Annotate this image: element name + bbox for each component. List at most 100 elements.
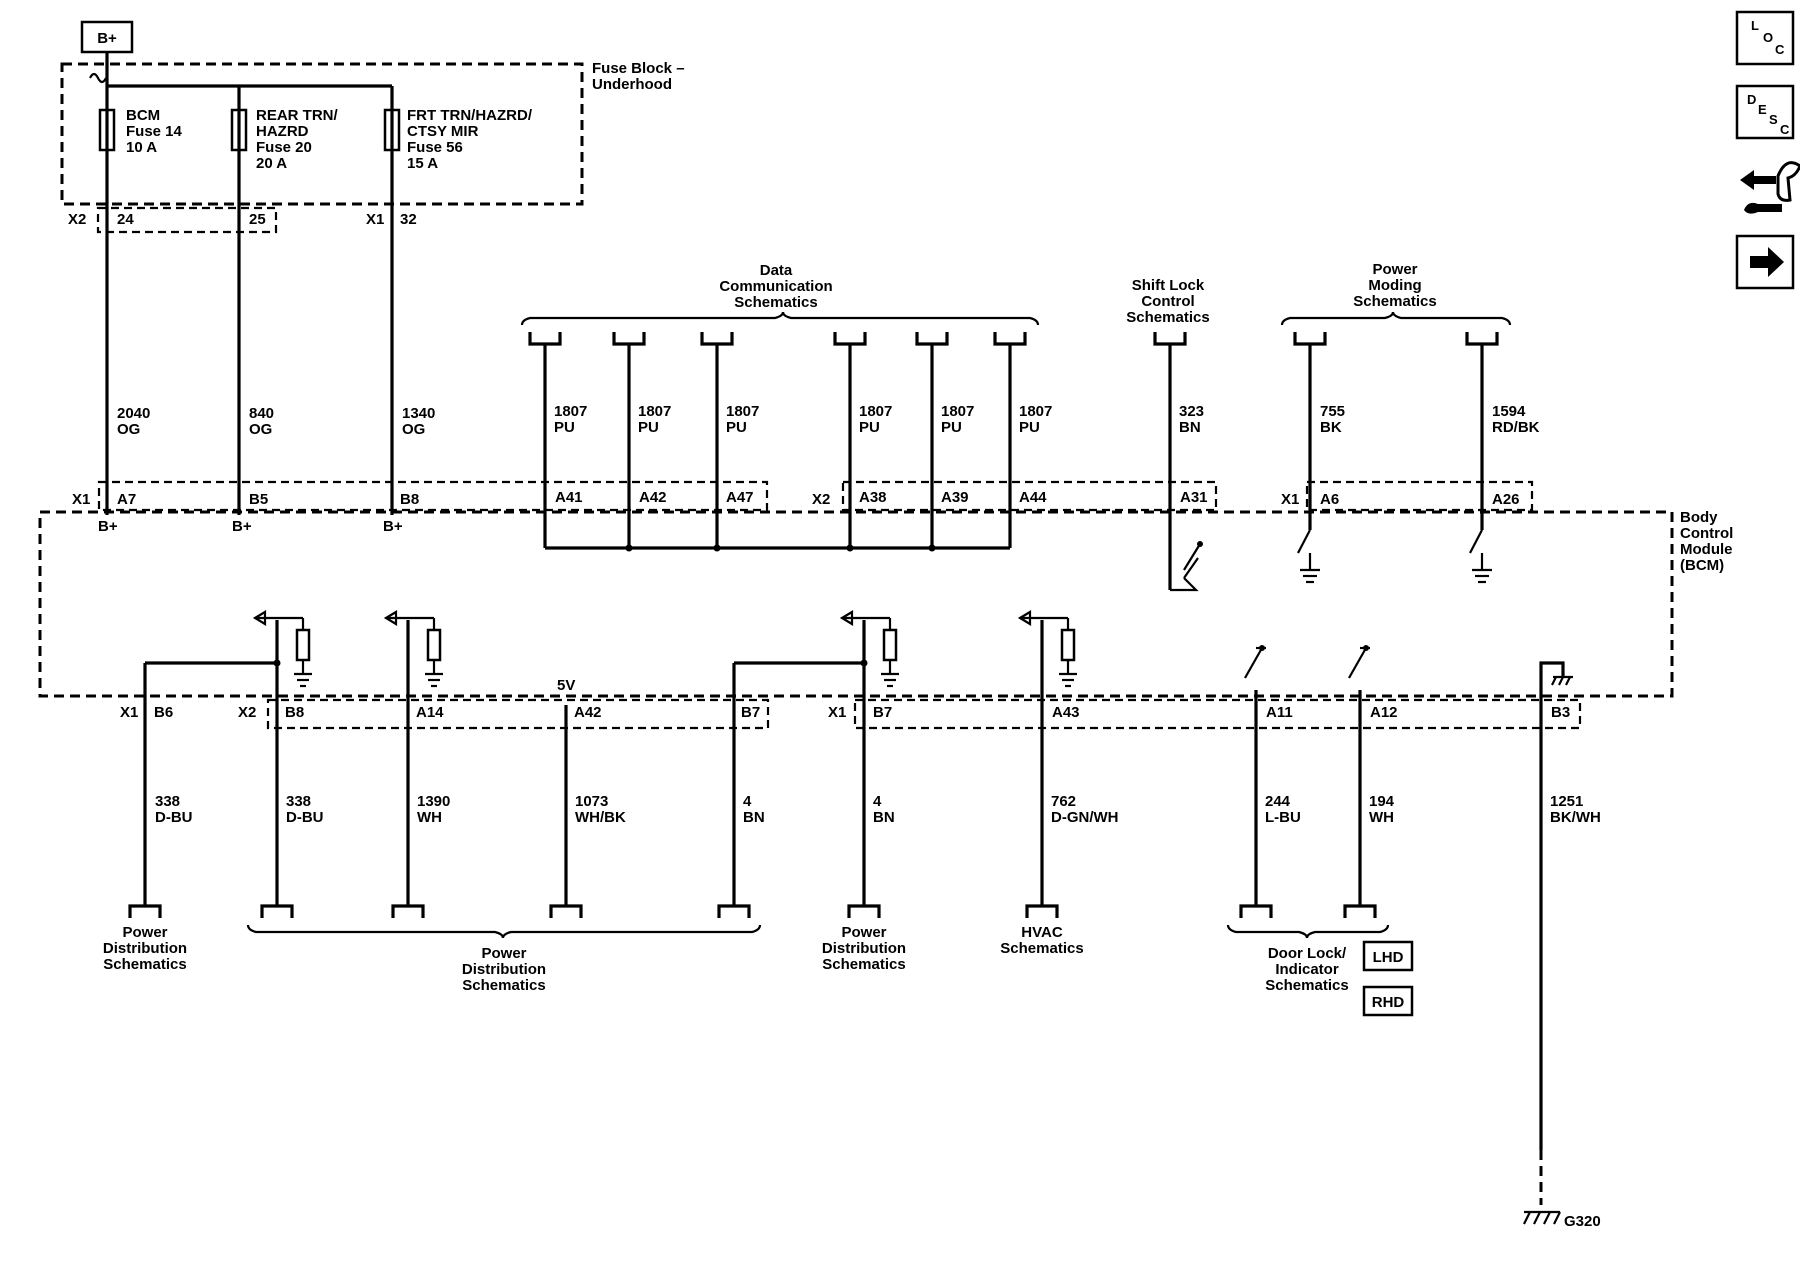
bcm-bottom-connector-x2: X2 [238, 704, 256, 721]
data-comm-ref-3: Schematics [734, 294, 817, 311]
rhd-badge-label: RHD [1372, 994, 1405, 1011]
pin-a31: A31 [1180, 489, 1208, 506]
power-dist-right-ref-2: Distribution [822, 940, 906, 957]
desc-letter-s: S [1769, 112, 1778, 127]
fuse-56-line-1: FRT TRN/HAZRD/ [407, 107, 533, 124]
power-moding-connector-a-icon [1293, 332, 1327, 346]
wire-1340-color: OG [402, 421, 425, 438]
bcm-ground-b3-icon [1539, 661, 1573, 705]
fuse-pin-32: 32 [400, 211, 417, 228]
power-dist-mid-ref-2: Distribution [462, 961, 546, 978]
battery-power-source: B+ [80, 20, 134, 54]
door-lock-switch-a12-icon [1348, 645, 1370, 705]
data-comm-connector-icons [528, 332, 1027, 346]
body-control-module: Body Control Module (BCM) [38, 509, 1733, 698]
desc-icon[interactable]: D E S C [1735, 84, 1795, 140]
wire-1390-circuit: 1390 [417, 793, 450, 810]
power-dist-left-ref-2: Distribution [103, 940, 187, 957]
pin-a43: A43 [1052, 704, 1080, 721]
power-dist-left-ref-3: Schematics [103, 956, 186, 973]
driver-a43-resistor-icon [1060, 628, 1076, 662]
wire-1807-a-color: PU [554, 419, 575, 436]
power-moding-brace [1280, 311, 1512, 326]
power-moding-switch-b-icon [1469, 529, 1492, 584]
bplus-label-1: B+ [98, 518, 118, 535]
lhd-badge[interactable]: LHD [1362, 940, 1414, 972]
bottom-wires: 338 D-BU 338 D-BU 1390 WH 1073 WH/BK 4 B… [143, 663, 1601, 1205]
wire-1251-circuit: 1251 [1550, 793, 1583, 810]
power-moding-ref-1: Power [1372, 261, 1417, 278]
fuse-block-title-2: Underhood [592, 76, 672, 93]
wire-840-circuit: 840 [249, 405, 274, 422]
pin-b5: B5 [249, 491, 268, 508]
wire-323-color: BN [1179, 419, 1201, 436]
bplus-label-2: B+ [232, 518, 252, 535]
wire-762-color: D-GN/WH [1051, 809, 1119, 826]
data-comm-ref-2: Communication [719, 278, 832, 295]
driver-b7-arrow-icon [839, 610, 864, 626]
power-moding-ref-3: Schematics [1353, 293, 1436, 310]
loc-icon[interactable]: L O C [1735, 10, 1795, 66]
connector-tool-icon[interactable] [1740, 161, 1800, 214]
power-dist-mid-ref-1: Power [481, 945, 526, 962]
bottom-references: Power Distribution Schematics Power Dist… [103, 904, 1601, 1230]
fuse-20-line-1: REAR TRN/ [256, 107, 338, 124]
pin-a39: A39 [941, 489, 969, 506]
fuse-56-line-4: 15 A [407, 155, 438, 172]
arrow-right-icon[interactable] [1735, 234, 1795, 290]
desc-letter-e: E [1758, 102, 1767, 117]
fuse-connector-x1: X1 [366, 211, 384, 228]
five-volt-label: 5V [557, 677, 575, 694]
pin-b7-left: B7 [741, 704, 760, 721]
fuse-56-line-3: Fuse 56 [407, 139, 463, 156]
hvac-ref-1: HVAC [1021, 924, 1063, 941]
shift-lock-ref-3: Schematics [1126, 309, 1209, 326]
desc-letter-d: D [1747, 92, 1756, 107]
fuse-20-line-2: HAZRD [256, 123, 309, 140]
wire-338-b-color: D-BU [286, 809, 324, 826]
pin-a14: A14 [416, 704, 444, 721]
splice-dots [625, 544, 936, 552]
door-lock-ref-1: Door Lock/ [1268, 945, 1347, 962]
wire-840-color: OG [249, 421, 272, 438]
wire-4-b-circuit: 4 [873, 793, 882, 810]
data-comm-ref-1: Data [760, 262, 793, 279]
wire-1807-d-color: PU [859, 419, 880, 436]
bcm-label-3: Module [1680, 541, 1733, 558]
fuse-20-line-4: 20 A [256, 155, 287, 172]
wire-4-b-color: BN [873, 809, 895, 826]
wire-1340-circuit: 1340 [402, 405, 435, 422]
wire-1807-f-circuit: 1807 [1019, 403, 1052, 420]
pin-a42-bottom: A42 [574, 704, 602, 721]
shift-lock-ref-2: Control [1141, 293, 1194, 310]
wire-1807-c-color: PU [726, 419, 747, 436]
door-lock-ref-3: Schematics [1265, 977, 1348, 994]
fuse-14-line-1: BCM [126, 107, 160, 124]
driver-b8-resistor-icon [295, 628, 311, 662]
bcm-top-connector-x1: X1 [72, 491, 90, 508]
desc-letter-c: C [1780, 122, 1790, 137]
pin-a7: A7 [117, 491, 136, 508]
wire-1594-color: RD/BK [1492, 419, 1540, 436]
fuse-56-line-2: CTSY MIR [407, 123, 479, 140]
wire-4-a-circuit: 4 [743, 793, 752, 810]
rhd-badge[interactable]: RHD [1362, 985, 1414, 1017]
loc-letter-c: C [1775, 42, 1785, 57]
driver-b8-arrow-icon [252, 610, 277, 626]
wire-338-a-color: D-BU [155, 809, 193, 826]
wire-1807-b-circuit: 1807 [638, 403, 671, 420]
wire-1807-e-color: PU [941, 419, 962, 436]
wire-1073-circuit: 1073 [575, 793, 608, 810]
bcm-bottom-connector-x1b: X1 [828, 704, 846, 721]
loc-letter-o: O [1763, 30, 1773, 45]
wire-244-color: L-BU [1265, 809, 1301, 826]
wire-323-circuit: 323 [1179, 403, 1204, 420]
wire-1073-color: WH/BK [575, 809, 626, 826]
bcm-internal-drivers [145, 610, 1573, 705]
fuse-14-line-3: 10 A [126, 139, 157, 156]
loc-letter-l: L [1751, 18, 1759, 33]
power-dist-right-ref-3: Schematics [822, 956, 905, 973]
wire-2040-circuit: 2040 [117, 405, 150, 422]
wire-4-a-color: BN [743, 809, 765, 826]
fuse-pin-25: 25 [249, 211, 266, 228]
